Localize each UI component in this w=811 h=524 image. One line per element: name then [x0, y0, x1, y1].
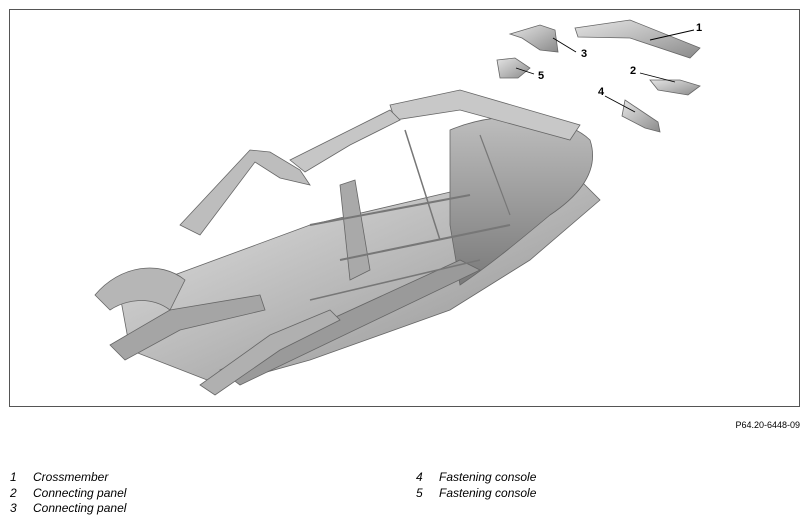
legend-item-number: 4	[416, 470, 423, 484]
body-shell-illustration-frame: 1 2 3 4 5	[9, 9, 800, 407]
legend-item-number: 5	[416, 485, 423, 500]
callout-2: 2	[630, 65, 637, 77]
legend-item-label: Crossmember	[33, 470, 109, 484]
legend-item-number: 3	[10, 501, 17, 515]
legend-left-column: 1 Crossmember 2 Connecting panel 3 Conne…	[10, 470, 126, 517]
callout-1: 1	[696, 22, 703, 34]
callout-3: 3	[581, 48, 588, 60]
legend-item-label: Fastening console	[439, 485, 537, 500]
legend-item: 5 Fastening console	[416, 486, 536, 502]
part-fastening-console-4	[621, 99, 661, 133]
callout-5: 5	[538, 70, 545, 82]
legend-item-label: Fastening console	[439, 470, 537, 484]
figure-reference-code: P64.20-6448-09	[735, 420, 800, 430]
part-connecting-panel-3	[508, 24, 559, 53]
part-crossmember	[574, 19, 701, 59]
legend-item-label: Connecting panel	[33, 501, 127, 515]
callout-4: 4	[598, 86, 605, 98]
body-in-white	[94, 89, 601, 396]
part-connecting-panel-2	[649, 79, 701, 96]
legend-item-number: 2	[10, 485, 17, 500]
legend-item: 3 Connecting panel	[10, 501, 126, 517]
legend-item-label: Connecting panel	[33, 485, 127, 500]
legend-right-column: 4 Fastening console 5 Fastening console	[416, 470, 536, 501]
legend-item: 1 Crossmember	[10, 470, 126, 486]
legend-item-number: 1	[10, 470, 17, 484]
part-fastening-console-5	[496, 57, 531, 79]
legend-item: 2 Connecting panel	[10, 486, 126, 502]
legend-item: 4 Fastening console	[416, 470, 536, 486]
body-shell-illustration	[94, 19, 701, 396]
